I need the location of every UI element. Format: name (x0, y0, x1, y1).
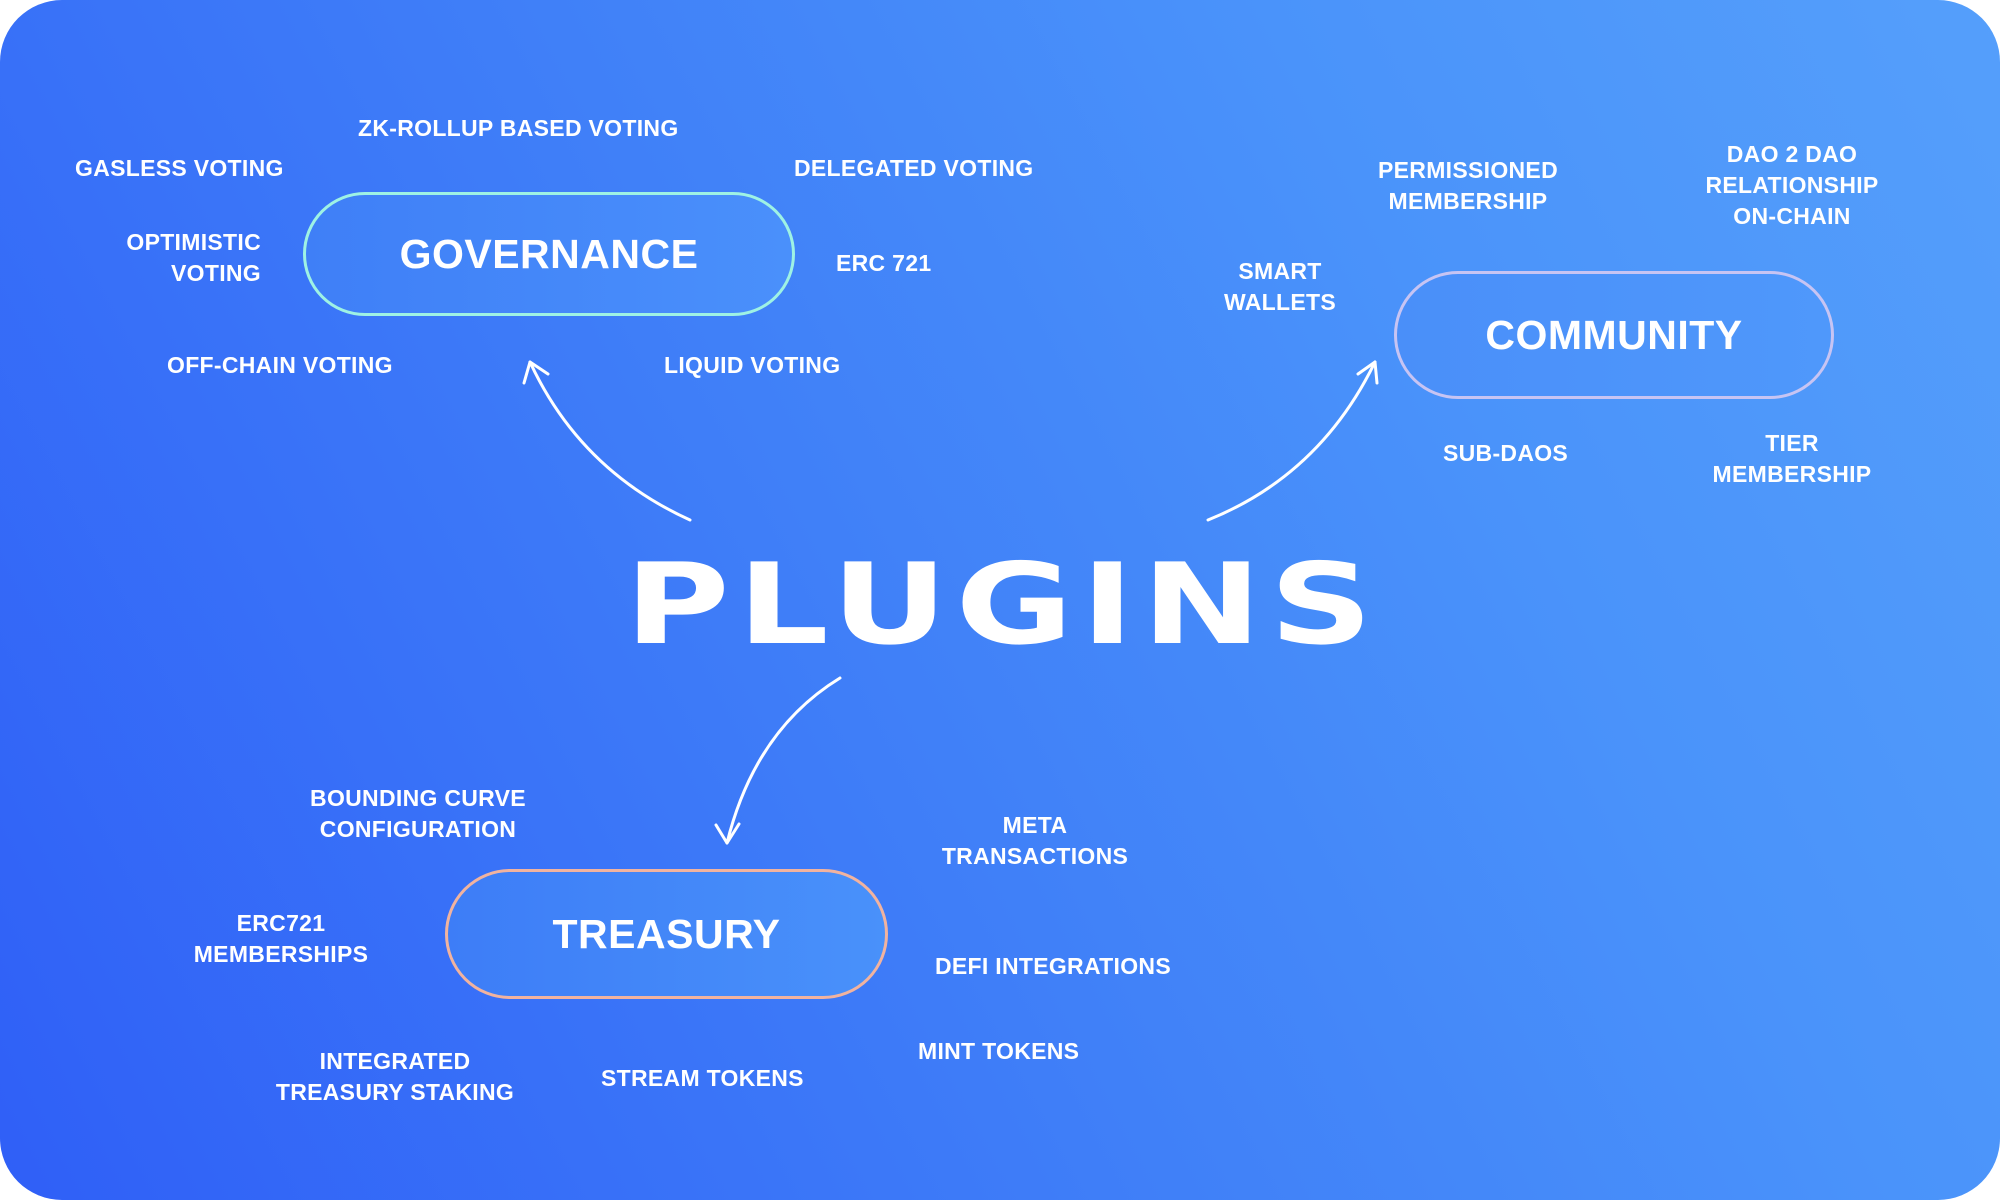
feature-defi-integrations: DEFI INTEGRATIONS (935, 953, 1171, 979)
feature-mint-tokens: MINT TOKENS (918, 1038, 1080, 1064)
feature-zk-rollup-voting: ZK-ROLLUP BASED VOTING (358, 115, 679, 141)
arrow-to-governance-head (522, 360, 550, 385)
feature-integrated-treasury-staking: INTEGRATED TREASURY STAKING (275, 1048, 515, 1105)
feature-optimistic-voting: OPTIMISTIC VOTING (126, 229, 261, 286)
plugins-title: PLUGINS (624, 540, 1381, 670)
feature-bounding-curve-configuration: BOUNDING CURVE CONFIGURATION (310, 785, 526, 842)
arrow-to-treasury-head (714, 822, 741, 845)
feature-gasless-voting: GASLESS VOTING (75, 155, 284, 181)
feature-smart-wallets: SMART WALLETS (1224, 258, 1336, 315)
arrow-to-community-head (1356, 360, 1379, 385)
arrow-to-community (1206, 360, 1377, 522)
feature-tier-membership: TIER MEMBERSHIP (1712, 430, 1872, 487)
feature-off-chain-voting: OFF-CHAIN VOTING (167, 352, 393, 378)
feature-stream-tokens: STREAM TOKENS (601, 1065, 804, 1091)
treasury-pill: TREASURY (445, 869, 888, 999)
treasury-label: TREASURY (552, 910, 781, 957)
arrow-to-governance (528, 360, 692, 522)
governance-pill: GOVERNANCE (303, 192, 795, 316)
feature-liquid-voting: LIQUID VOTING (664, 352, 841, 378)
feature-erc-721: ERC 721 (836, 250, 932, 276)
feature-permissioned-membership: PERMISSIONED MEMBERSHIP (1378, 157, 1558, 214)
community-label: COMMUNITY (1485, 311, 1743, 358)
feature-meta-transactions: META TRANSACTIONS (941, 812, 1129, 869)
governance-label: GOVERNANCE (399, 230, 699, 277)
arrow-to-treasury (725, 676, 842, 845)
feature-delegated-voting: DELEGATED VOTING (794, 155, 1034, 181)
feature-erc721-memberships: ERC721 MEMBERSHIPS (193, 910, 369, 967)
feature-dao-2-dao-relationship: DAO 2 DAO RELATIONSHIP ON-CHAIN (1705, 141, 1879, 229)
feature-sub-daos: SUB-DAOS (1443, 440, 1569, 466)
community-pill: COMMUNITY (1394, 271, 1834, 399)
